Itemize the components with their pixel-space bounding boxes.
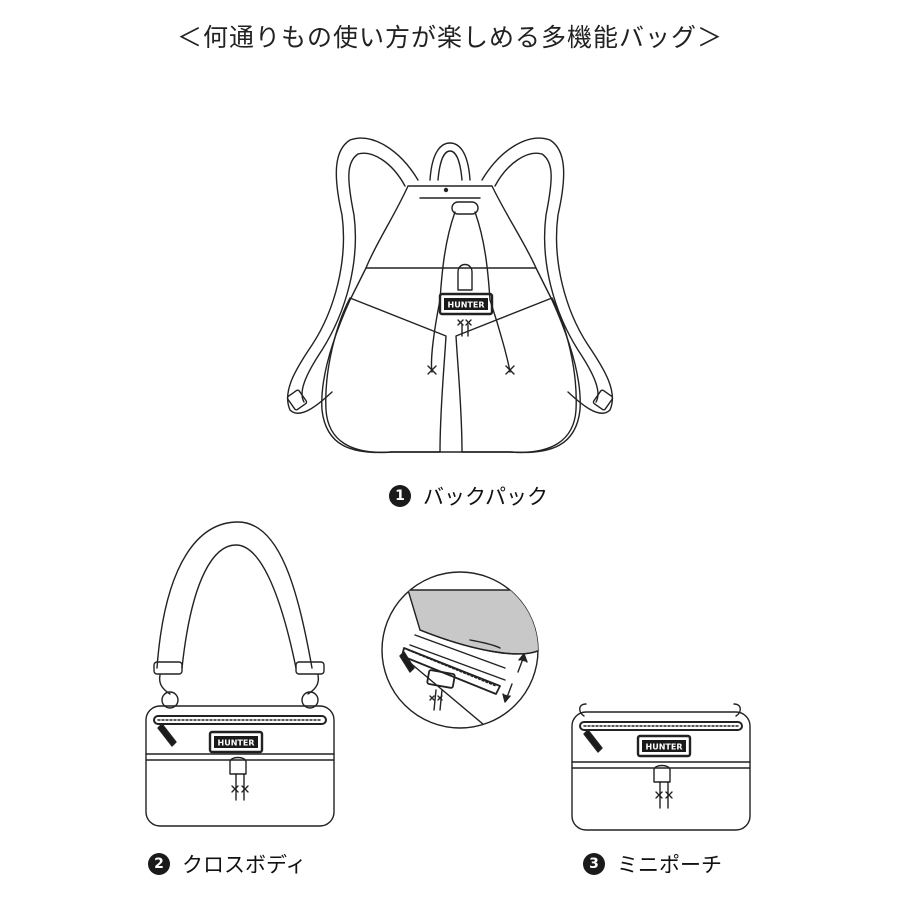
crossbody-zipper-pull — [157, 723, 177, 747]
caption-number: 3 — [583, 853, 605, 875]
backpack-hunter-text: HUNTER — [448, 301, 485, 310]
crossbody-strap — [156, 521, 313, 669]
caption-label: バックパック — [423, 485, 548, 509]
mini-pouch-body — [571, 711, 751, 831]
mini-pouch-hunter-text: HUNTER — [646, 743, 683, 752]
mini-pouch-zipper-pull — [583, 729, 603, 753]
backpack-illustration: HUNTER — [286, 137, 614, 454]
caption-mini-pouch: 3 ミニポーチ — [583, 849, 722, 879]
crossbody-body — [145, 705, 335, 827]
crossbody-illustration: HUNTER — [145, 521, 335, 827]
backpack-left-pocket — [325, 297, 447, 454]
caption-label: ミニポーチ — [617, 853, 722, 877]
backpack-handle — [429, 142, 471, 181]
backpack-left-strap — [286, 137, 419, 414]
backpack-hunter-badge — [438, 292, 494, 316]
caption-crossbody: 2 クロスボディ — [148, 849, 307, 879]
mini-pouch-illustration: HUNTER — [571, 703, 751, 831]
page-title: ＜何通りもの使い方が楽しめる多機能バッグ＞ — [176, 23, 723, 52]
crossbody-hunter-text: HUNTER — [218, 739, 255, 748]
backpack-right-strap — [481, 137, 614, 414]
backpack-right-pocket — [455, 297, 577, 454]
caption-backpack: 1 バックパック — [389, 481, 548, 511]
caption-label: クロスボディ — [182, 853, 307, 877]
pocket-detail-circle — [381, 571, 539, 729]
caption-number: 2 — [148, 853, 170, 875]
caption-number: 1 — [389, 485, 411, 507]
